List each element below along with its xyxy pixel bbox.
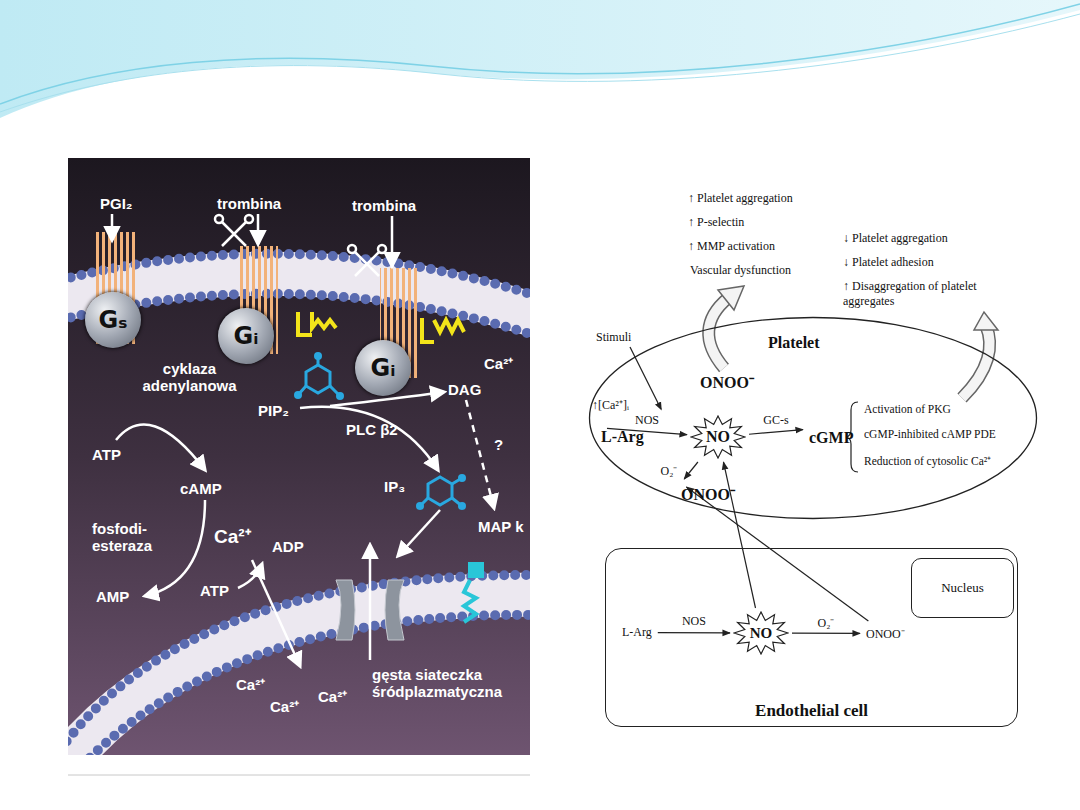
node-text: Gᵢ bbox=[371, 354, 396, 382]
node-text: Endothelial cell bbox=[755, 701, 868, 721]
node-text: L-Arg bbox=[622, 625, 652, 640]
node-text: NO bbox=[706, 428, 730, 446]
molecule: L-Arg bbox=[598, 427, 604, 429]
label-text: ↑ P-selectin bbox=[688, 215, 744, 230]
label-text: IP₃ bbox=[384, 478, 405, 495]
label-text: ? bbox=[494, 436, 503, 453]
label-text: Reduction of cytosolic Ca²⁺ bbox=[864, 453, 991, 468]
molecule: cGMP bbox=[806, 428, 812, 430]
label-text: ADP bbox=[272, 538, 304, 555]
label-text: PIP₂ bbox=[258, 402, 289, 419]
label-text: ↑[Ca²⁺]ᵢ bbox=[592, 396, 629, 413]
label-text: fosfodi- esteraza bbox=[92, 520, 172, 555]
no-burst: NO bbox=[733, 611, 789, 655]
label-text: PGI₂ bbox=[100, 195, 133, 212]
node-text: Nucleus bbox=[941, 580, 984, 596]
node-text: ONOO⁻ bbox=[681, 483, 735, 505]
connector-arrow bbox=[658, 632, 730, 633]
label-text: trombina bbox=[352, 197, 416, 214]
node-text: Platelet bbox=[768, 334, 820, 352]
label-text: ↑ Disaggregation of platelet aggregates bbox=[843, 279, 1019, 309]
connector-arrow bbox=[749, 430, 803, 435]
label-text: Stimuli bbox=[596, 330, 631, 345]
label-text: Ca²⁺ bbox=[214, 526, 251, 548]
header-wave bbox=[0, 0, 1080, 118]
molecule: ONOO⁻ bbox=[678, 482, 684, 484]
label-text: ↑ MMP activation bbox=[688, 239, 775, 254]
signalling-illustration bbox=[68, 158, 530, 755]
node-text: L-Arg bbox=[601, 428, 644, 446]
connector-arrow bbox=[684, 462, 698, 479]
node-text: NO bbox=[750, 625, 773, 642]
label-text: Ca²⁺ bbox=[270, 698, 299, 715]
label-text: cGMP-inhibited cAMP PDE bbox=[864, 428, 996, 440]
molecule: ONOO⁻ bbox=[697, 370, 703, 372]
label-text: DAG bbox=[448, 381, 481, 398]
molecule: L-Arg bbox=[619, 624, 655, 641]
divider-line bbox=[68, 775, 530, 776]
nucleus-box: Nucleus bbox=[911, 558, 1014, 618]
connector-arrow bbox=[792, 633, 860, 634]
header-line bbox=[0, 14, 1080, 112]
node-text: ONOO⁻ bbox=[866, 625, 905, 642]
label-text: gęsta siateczka śródplazmatyczna bbox=[372, 666, 490, 701]
label-text: Activation of PKG bbox=[864, 403, 951, 415]
label-text: MAP k bbox=[478, 518, 524, 535]
edge-label: NOS bbox=[633, 413, 661, 428]
node-text: Gₛ bbox=[99, 306, 128, 334]
edge-label: O₂⁻ bbox=[816, 614, 837, 631]
label-text: PLC β2 bbox=[346, 421, 398, 438]
g-protein: Gᵢ bbox=[218, 308, 274, 364]
label-text: ATP bbox=[92, 446, 121, 463]
g-protein: Gᵢ bbox=[355, 340, 411, 396]
node-text: cGMP bbox=[809, 429, 853, 447]
stimuli-arrow bbox=[630, 347, 661, 409]
endothelial-cell: Endothelial cell NucleusL-Arg NO ONOO⁻ bbox=[605, 548, 1018, 727]
label-text: cyklaza adenylanowa bbox=[122, 360, 257, 395]
edge-label: GC-s bbox=[761, 413, 790, 428]
edge-label: NOS bbox=[680, 614, 708, 629]
g-protein: Gₛ bbox=[85, 292, 141, 348]
node-text: ONOO⁻ bbox=[700, 371, 754, 393]
molecule: ONOO⁻ bbox=[863, 624, 908, 643]
label-text: ↓ Platelet adhesion bbox=[843, 255, 934, 270]
edge-label: O₂⁻ bbox=[659, 462, 680, 479]
connector-arrow bbox=[686, 487, 868, 621]
label-text: Ca²⁺ bbox=[318, 688, 347, 705]
header-line bbox=[0, 4, 1080, 104]
label-text: ATP bbox=[200, 582, 229, 599]
label-text: Ca²⁺ bbox=[236, 676, 265, 693]
label-text: ↑ Platelet aggregation bbox=[688, 191, 793, 206]
label-text: Vascular dysfunction bbox=[690, 263, 791, 278]
label-text: AMP bbox=[96, 588, 129, 605]
label-text: cAMP bbox=[180, 480, 222, 497]
label-text: Ca²⁺ bbox=[484, 355, 513, 372]
label-text: ↓ Platelet aggregation bbox=[843, 231, 948, 246]
node-text: Gᵢ bbox=[234, 322, 259, 350]
no-burst: NO bbox=[690, 415, 746, 459]
label-text: trombina bbox=[217, 195, 281, 212]
